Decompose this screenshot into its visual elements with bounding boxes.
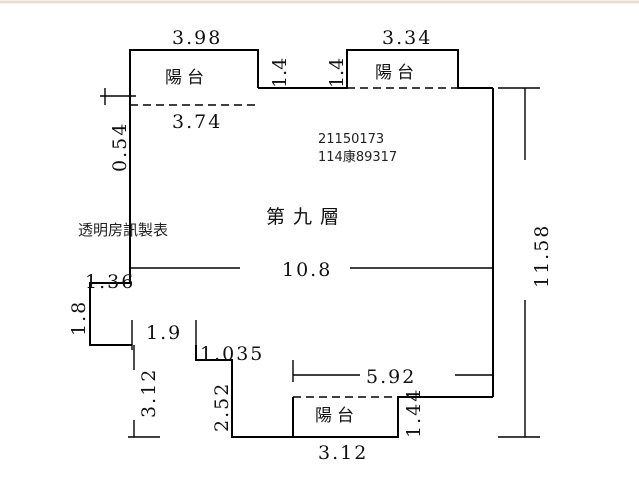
dim-balcony-right-width: 3.34 (382, 27, 432, 49)
dim-bottom-inner: 5.92 (366, 366, 416, 388)
dim-notch-right: 1.035 (200, 343, 264, 365)
dim-bottom-step-height: 2.52 (211, 382, 233, 432)
dim-bottom-left-height: 3.12 (138, 368, 160, 418)
dim-left-lower: 1.8 (68, 300, 90, 336)
dim-notch-width: 1.9 (146, 322, 182, 344)
dim-balcony-bottom-width: 3.12 (318, 442, 368, 464)
outer-walls (89, 49, 494, 438)
watermark-text: 透明房訊製表 (78, 221, 168, 239)
balcony-label-right: 陽台 (375, 63, 419, 83)
dashed-lines (130, 87, 458, 398)
dim-left-step: 1.36 (85, 271, 135, 293)
dim-height-total: 11.58 (531, 224, 553, 288)
case-ref: 114康89317 (318, 149, 397, 165)
case-code: 21150173 (318, 132, 384, 147)
dim-width-main: 10.8 (282, 259, 332, 281)
dim-balcony-bottom-depth: 1.44 (403, 388, 425, 438)
dim-left-offset-top: 0.54 (109, 122, 131, 172)
dim-balcony-right-depth: 1.4 (326, 58, 348, 88)
dim-balcony-left-depth: 1.4 (269, 58, 291, 88)
floor-label: 第九層 (266, 206, 347, 228)
balcony-label-left: 陽台 (165, 68, 209, 88)
dimension-lines (100, 87, 540, 438)
balcony-label-bottom: 陽台 (315, 406, 359, 426)
dim-balcony-left-width: 3.98 (172, 27, 222, 49)
dim-balcony-left-inner: 3.74 (172, 111, 222, 133)
